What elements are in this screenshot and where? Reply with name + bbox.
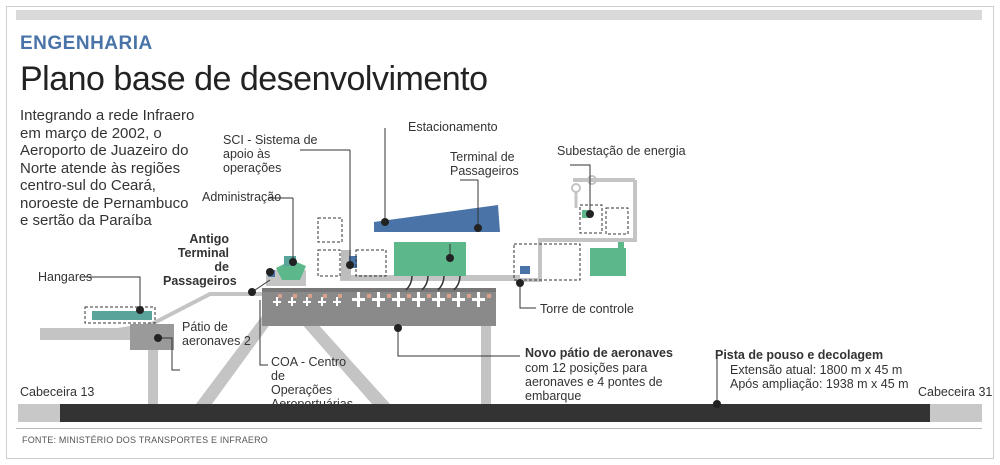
label-administracao: Administração	[202, 190, 282, 204]
passenger-terminal	[394, 242, 466, 276]
control-tower	[520, 266, 530, 274]
parking-markers	[278, 294, 491, 298]
future-block-2	[317, 249, 341, 277]
label-patio-2: Pátio de aeronaves 2	[182, 320, 251, 348]
label-novo-patio: Novo pátio de aeronaves	[525, 346, 673, 360]
label-estacionamento: Estacionamento	[408, 120, 498, 134]
intro-text: Integrando a rede Infraero em março de 2…	[20, 107, 195, 229]
substation-green	[590, 248, 626, 276]
label-coa: COA - Centro de Operações Aeroportuárias	[271, 355, 353, 411]
taxiway-2	[196, 316, 276, 404]
runway-end-31	[930, 404, 982, 422]
label-pista-ampliacao: Após ampliação: 1938 m x 45 m	[730, 377, 909, 391]
label-terminal: Terminal de Passageiros	[450, 150, 519, 178]
taxiway-1	[148, 336, 158, 404]
terminal-road	[340, 275, 520, 281]
hangar-outline	[84, 306, 156, 324]
label-subestacao: Subestação de energia	[557, 144, 686, 158]
aircraft-row-small	[273, 297, 341, 306]
section-label: ENGENHARIA	[20, 33, 153, 54]
hangar	[92, 311, 152, 320]
label-pista: Pista de pouso e decolagem	[715, 348, 884, 362]
callout-dots	[136, 210, 721, 408]
label-cabeceira-13: Cabeceira 13	[20, 385, 95, 399]
future-block-1	[317, 217, 343, 243]
taxiway-4	[481, 326, 491, 404]
infographic-frame	[6, 6, 994, 459]
boarding-bridges	[405, 275, 461, 291]
taxiway-3	[300, 322, 390, 404]
source-credit: FONTE: MINISTÉRIO DOS TRANSPORTES E INFR…	[22, 435, 268, 445]
patio-2	[130, 324, 174, 350]
top-bar	[16, 10, 982, 20]
page-title: Plano base de desenvolvimento	[20, 60, 488, 98]
aircraft-row-large	[352, 292, 485, 307]
label-antigo-terminal: Antigo Terminal de Passageiros	[163, 232, 237, 288]
runway	[18, 404, 982, 422]
label-sci: SCI - Sistema de apoio às operações	[223, 133, 318, 175]
old-terminal	[276, 260, 306, 280]
runway-end-13	[18, 404, 60, 422]
future-block-3	[513, 243, 581, 281]
label-torre: Torre de controle	[540, 302, 634, 316]
label-cabeceira-31: Cabeceira 31	[918, 385, 993, 399]
label-pista-atual: Extensão atual: 1800 m x 45 m	[730, 363, 903, 377]
label-novo-patio-desc: com 12 posições para aeronaves e 4 ponte…	[525, 361, 663, 403]
parking-lot	[374, 205, 500, 232]
leader-lines	[80, 128, 718, 404]
label-hangares: Hangares	[38, 270, 93, 284]
source-divider	[16, 428, 982, 429]
